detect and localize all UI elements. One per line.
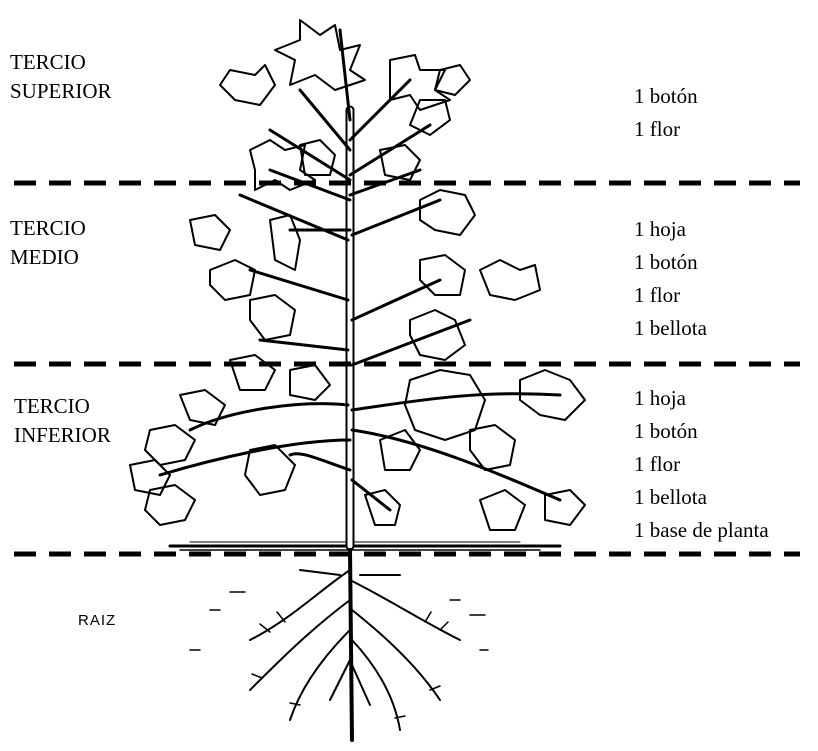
zone-items-medio: 1 hoja 1 botón 1 flor 1 bellota (634, 213, 707, 345)
zone-label-medio: TERCIO MEDIO (10, 214, 86, 272)
list-item: 1 botón (634, 415, 769, 448)
list-item: 1 botón (634, 246, 707, 279)
root-system (350, 550, 352, 740)
list-item: 1 base de planta (634, 514, 769, 547)
list-item: 1 flor (634, 448, 769, 481)
zone-title-line: TERCIO (14, 392, 111, 421)
zone-title-line: INFERIOR (14, 421, 111, 450)
zone-title-line: MEDIO (10, 243, 86, 272)
zone-label-superior: TERCIO SUPERIOR (10, 48, 112, 106)
list-item: 1 hoja (634, 213, 707, 246)
leaf (275, 20, 365, 90)
zone-label-inferior: TERCIO INFERIOR (14, 392, 111, 450)
zone-title-line: TERCIO (10, 48, 112, 77)
zone-items-superior: 1 botón 1 flor (634, 80, 698, 146)
list-item: 1 flor (634, 113, 698, 146)
list-item: 1 bellota (634, 312, 707, 345)
zone-items-inferior: 1 hoja 1 botón 1 flor 1 bellota 1 base d… (634, 382, 769, 547)
list-item: 1 botón (634, 80, 698, 113)
list-item: 1 flor (634, 279, 707, 312)
zone-title-line: TERCIO (10, 214, 86, 243)
list-item: 1 hoja (634, 382, 769, 415)
zone-title-line: SUPERIOR (10, 77, 112, 106)
list-item: 1 bellota (634, 481, 769, 514)
root-label: RAIZ (78, 612, 116, 629)
